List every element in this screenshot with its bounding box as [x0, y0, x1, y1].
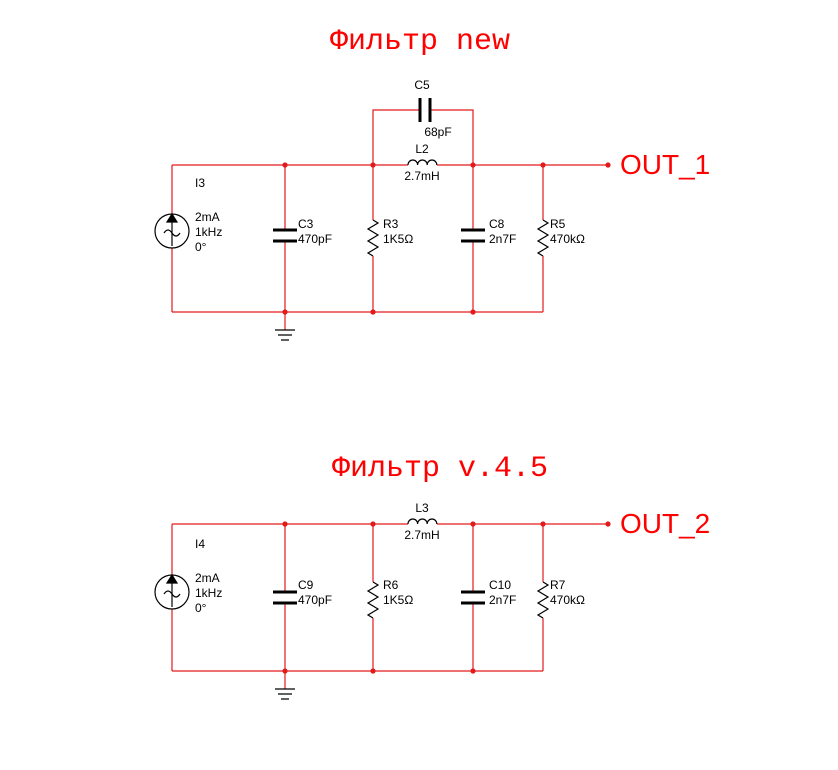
- output-terminal-dot[interactable]: [605, 162, 611, 168]
- resistor-symbol: [366, 581, 380, 619]
- capacitor-ref: C3: [298, 217, 314, 231]
- resistor-value: 1K5Ω: [383, 232, 413, 246]
- junction-dot: [282, 162, 288, 168]
- junction-dot: [370, 162, 376, 168]
- junction-dot: [282, 668, 288, 674]
- capacitor-value: 2n7F: [489, 593, 516, 607]
- junction-dot: [282, 521, 288, 527]
- resistor-r-load[interactable]: R7 470kΩ: [536, 578, 585, 619]
- current-source[interactable]: I4 2mA 1kHz 0°: [154, 537, 222, 615]
- source-frequency: 1kHz: [195, 586, 222, 600]
- source-frequency: 1kHz: [195, 225, 222, 239]
- inductor-ref: L3: [415, 501, 429, 515]
- capacitor-ref: C10: [489, 578, 511, 592]
- inductor[interactable]: L3 2.7mH: [404, 501, 439, 542]
- circuit-2: Фильтр v.4.5 I4 2mA 1: [154, 452, 710, 700]
- circuit-title: Фильтр v.4.5: [332, 452, 548, 486]
- inductor-symbol: [407, 518, 438, 525]
- resistor-ref: R3: [383, 217, 399, 231]
- source-ref: I4: [195, 537, 205, 551]
- resistor-symbol: [366, 219, 380, 257]
- wires: [171, 109, 608, 330]
- wires: [171, 523, 608, 689]
- current-source[interactable]: I3 2mA 1kHz 0°: [154, 176, 222, 254]
- source-phase: 0°: [195, 601, 207, 615]
- junction-dot: [470, 521, 476, 527]
- junction-dot: [370, 668, 376, 674]
- capacitor-symbol: [418, 98, 432, 122]
- inductor-ref: L2: [415, 142, 429, 156]
- resistor-r-mid[interactable]: R6 1K5Ω: [366, 578, 413, 619]
- junctions: [282, 162, 611, 315]
- inductor-value: 2.7mH: [404, 169, 439, 183]
- circuit-title: Фильтр new: [330, 25, 510, 59]
- source-phase: 0°: [195, 240, 207, 254]
- ground-symbol: [275, 688, 295, 700]
- junction-dot: [282, 309, 288, 315]
- inductor[interactable]: L2 2.7mH: [404, 142, 439, 183]
- c-parallel-wire: [372, 109, 474, 165]
- output-label: OUT_1: [620, 149, 710, 180]
- resistor-r-mid[interactable]: R3 1K5Ω: [366, 217, 413, 257]
- source-amplitude: 2mA: [195, 571, 220, 585]
- resistor-symbol: [536, 581, 550, 619]
- capacitor-symbol: [273, 228, 297, 243]
- resistor-symbol: [536, 219, 550, 257]
- inductor-symbol: [407, 159, 438, 166]
- resistor-ref: R7: [550, 578, 566, 592]
- resistor-r-load[interactable]: R5 470kΩ: [536, 217, 585, 257]
- capacitor-value: 2n7F: [489, 232, 516, 246]
- ground-symbol: [275, 329, 295, 341]
- ac-wave-icon: [163, 590, 181, 598]
- capacitor-value: 470pF: [298, 593, 332, 607]
- capacitor-c-in[interactable]: C3 470pF: [273, 217, 332, 246]
- inductor-value: 2.7mH: [404, 528, 439, 542]
- capacitor-ref: C9: [298, 578, 314, 592]
- ground-icon: [275, 688, 295, 700]
- capacitor-ref: C8: [489, 217, 505, 231]
- output-terminal-dot[interactable]: [605, 521, 611, 527]
- capacitor-value: 68pF: [424, 125, 451, 139]
- junction-dot: [540, 162, 546, 168]
- capacitor-c-in[interactable]: C9 470pF: [273, 578, 332, 607]
- capacitor-symbol: [273, 590, 297, 605]
- capacitor-c-out[interactable]: C8 2n7F: [461, 217, 516, 246]
- resistor-ref: R5: [550, 217, 566, 231]
- resistor-value: 470kΩ: [550, 593, 585, 607]
- capacitor-ref: C5: [414, 78, 430, 92]
- junctions: [282, 521, 611, 674]
- capacitor-c-parallel[interactable]: C5 68pF: [414, 78, 451, 139]
- capacitor-c-out[interactable]: C10 2n7F: [461, 578, 516, 607]
- capacitor-symbol: [461, 590, 485, 605]
- junction-dot: [540, 521, 546, 527]
- ground-icon: [275, 329, 295, 341]
- output-label: OUT_2: [620, 508, 710, 539]
- source-ref: I3: [195, 176, 205, 190]
- resistor-value: 470kΩ: [550, 232, 585, 246]
- resistor-ref: R6: [383, 578, 399, 592]
- circuit-1: Фильтр new: [154, 25, 710, 341]
- junction-dot: [470, 162, 476, 168]
- junction-dot: [370, 521, 376, 527]
- junction-dot: [370, 309, 376, 315]
- capacitor-symbol: [461, 228, 485, 243]
- current-arrow-icon: [165, 212, 179, 246]
- current-arrow-icon: [165, 573, 179, 607]
- resistor-value: 1K5Ω: [383, 593, 413, 607]
- capacitor-value: 470pF: [298, 232, 332, 246]
- ac-wave-icon: [163, 229, 181, 237]
- source-amplitude: 2mA: [195, 210, 220, 224]
- junction-dot: [470, 309, 476, 315]
- junction-dot: [470, 668, 476, 674]
